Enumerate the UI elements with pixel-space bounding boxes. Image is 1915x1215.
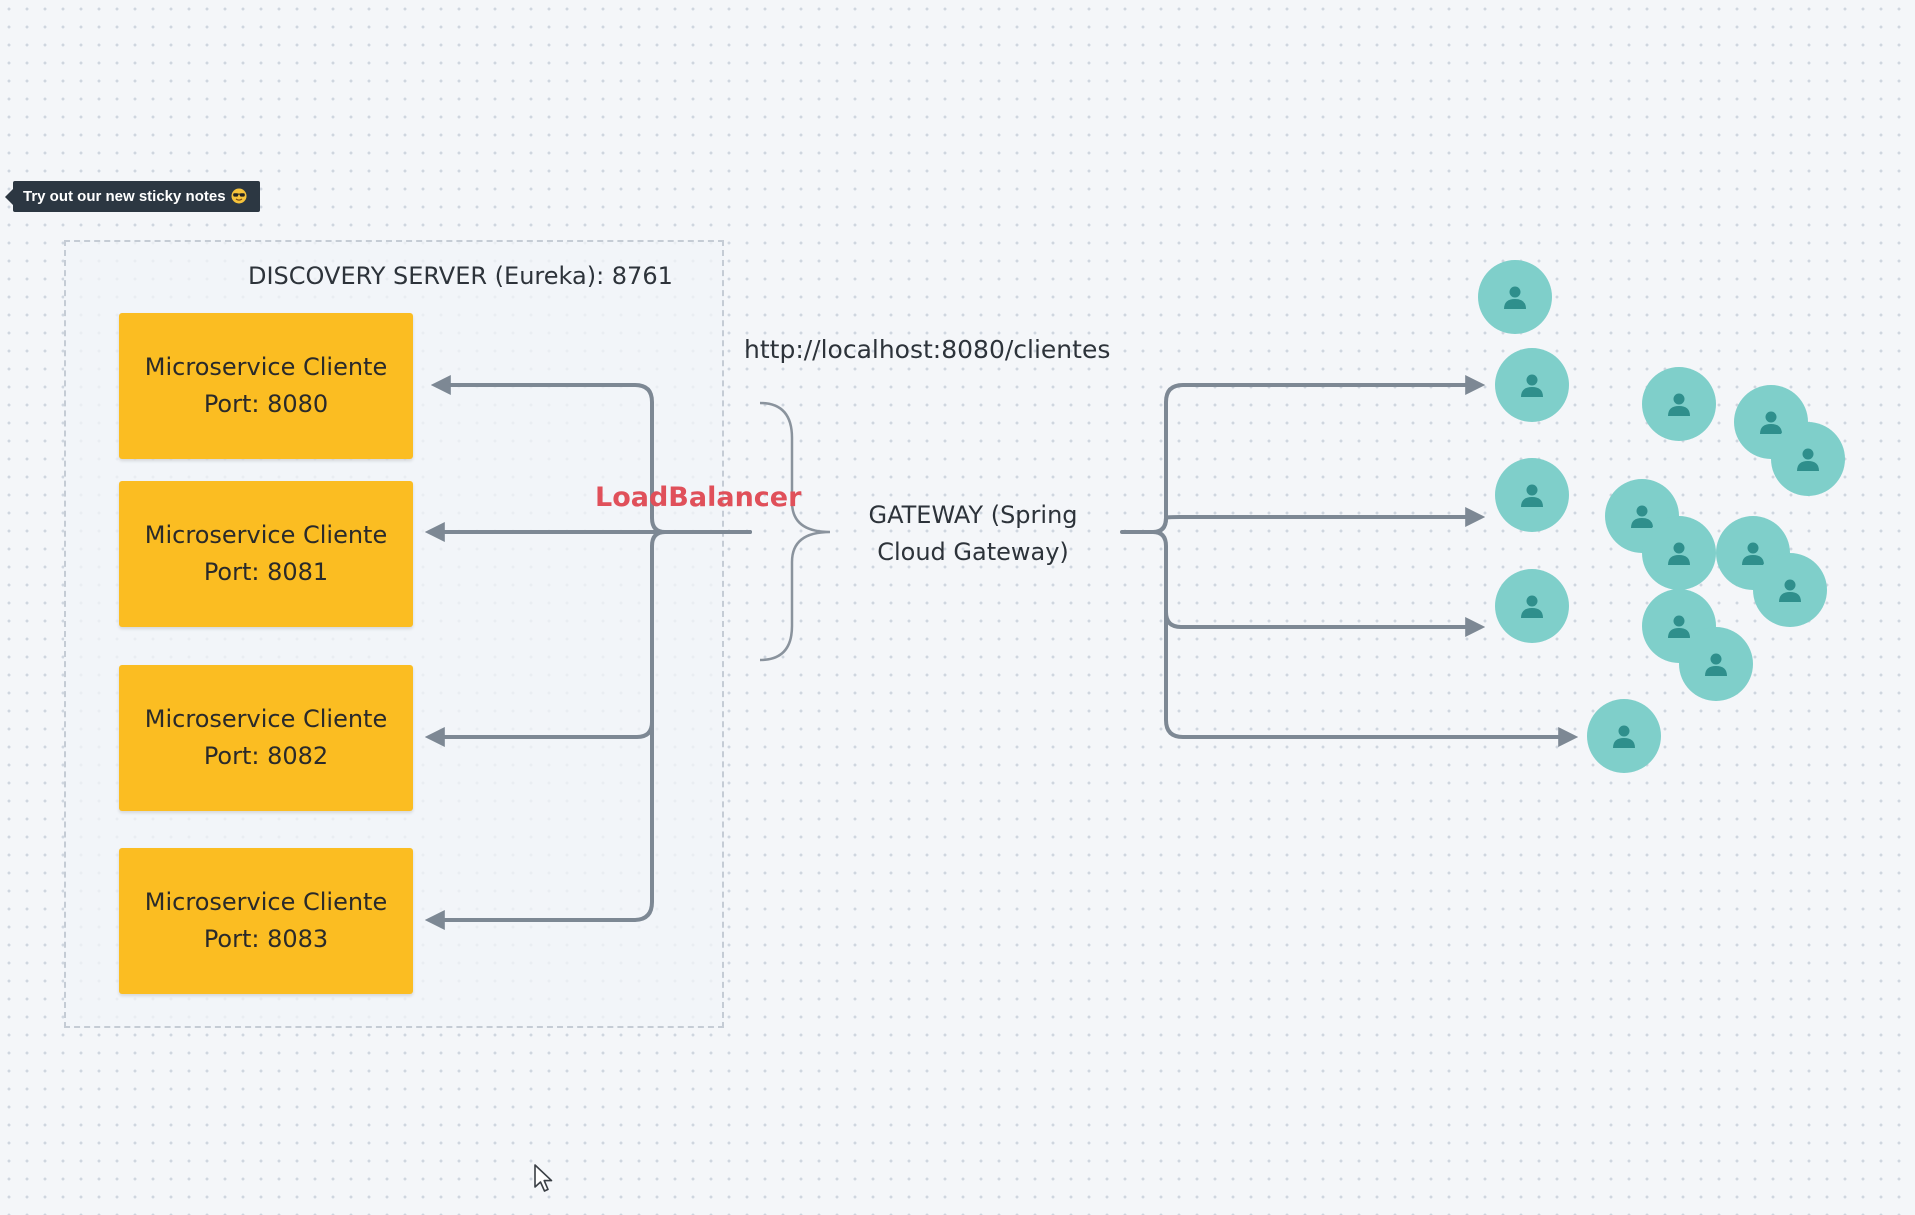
user-avatar[interactable]	[1679, 627, 1753, 701]
user-avatar-icon	[1797, 448, 1819, 471]
tooltip-text: Try out our new sticky notes	[23, 188, 226, 205]
sunglasses-face-icon	[231, 188, 247, 204]
user-avatar-icon	[1760, 411, 1782, 434]
user-avatar-icon	[1705, 653, 1727, 676]
user-avatar[interactable]	[1753, 553, 1827, 627]
microservice-port: Port: 8080	[203, 390, 329, 418]
user-avatar-icon	[1504, 286, 1526, 309]
gateway-url-label: http://localhost:8080/clientes	[744, 335, 1111, 364]
user-avatar[interactable]	[1642, 516, 1716, 590]
gateway-arrow-user-1	[1120, 375, 1486, 534]
sticky-notes-tooltip[interactable]: Try out our new sticky notes	[5, 181, 260, 212]
microservice-box-8082[interactable]: Microservice Cliente Port: 8082	[119, 665, 413, 811]
mouse-cursor-icon	[534, 1164, 553, 1192]
microservice-box-8081[interactable]: Microservice Cliente Port: 8081	[119, 481, 413, 627]
user-avatar-icon	[1742, 542, 1764, 565]
user-avatar[interactable]	[1495, 348, 1569, 422]
user-avatar-icon	[1521, 374, 1543, 397]
microservice-name: Microservice Cliente	[144, 888, 388, 916]
user-avatar[interactable]	[1771, 422, 1845, 496]
microservice-port: Port: 8082	[203, 742, 329, 770]
discovery-server-title: DISCOVERY SERVER (Eureka): 8761	[248, 262, 673, 290]
gateway-label: GATEWAY (Spring Cloud Gateway)	[868, 501, 1078, 566]
user-avatar-icon	[1668, 393, 1690, 416]
load-balancer-label: LoadBalancer	[595, 482, 802, 513]
user-avatar-icon	[1668, 542, 1690, 565]
microservice-port: Port: 8081	[203, 558, 329, 586]
gateway-arrow-user-3	[1151, 530, 1486, 637]
user-avatar-icon	[1521, 484, 1543, 507]
user-avatar[interactable]	[1478, 260, 1552, 334]
user-avatar[interactable]	[1495, 458, 1569, 532]
user-avatar[interactable]	[1495, 569, 1569, 643]
user-avatar-icon	[1779, 579, 1801, 602]
gateway-curly-brace	[759, 401, 831, 662]
gateway-arrow-user-2	[1151, 507, 1486, 534]
user-avatar[interactable]	[1642, 367, 1716, 441]
microservice-name: Microservice Cliente	[144, 353, 388, 381]
microservice-name: Microservice Cliente	[144, 521, 388, 549]
microservice-box-8083[interactable]: Microservice Cliente Port: 8083	[119, 848, 413, 994]
user-avatar-icon	[1613, 725, 1635, 748]
lb-arrow-8083	[424, 720, 654, 930]
microservice-port: Port: 8083	[203, 925, 329, 953]
microservice-name: Microservice Cliente	[144, 705, 388, 733]
user-avatar-icon	[1668, 615, 1690, 638]
user-avatar-icon	[1521, 595, 1543, 618]
gateway-arrow-user-4	[1164, 610, 1579, 747]
user-avatar[interactable]	[1587, 699, 1661, 773]
user-avatar-icon	[1631, 505, 1653, 528]
microservice-box-8080[interactable]: Microservice Cliente Port: 8080	[119, 313, 413, 459]
lb-arrow-8082	[424, 530, 667, 747]
